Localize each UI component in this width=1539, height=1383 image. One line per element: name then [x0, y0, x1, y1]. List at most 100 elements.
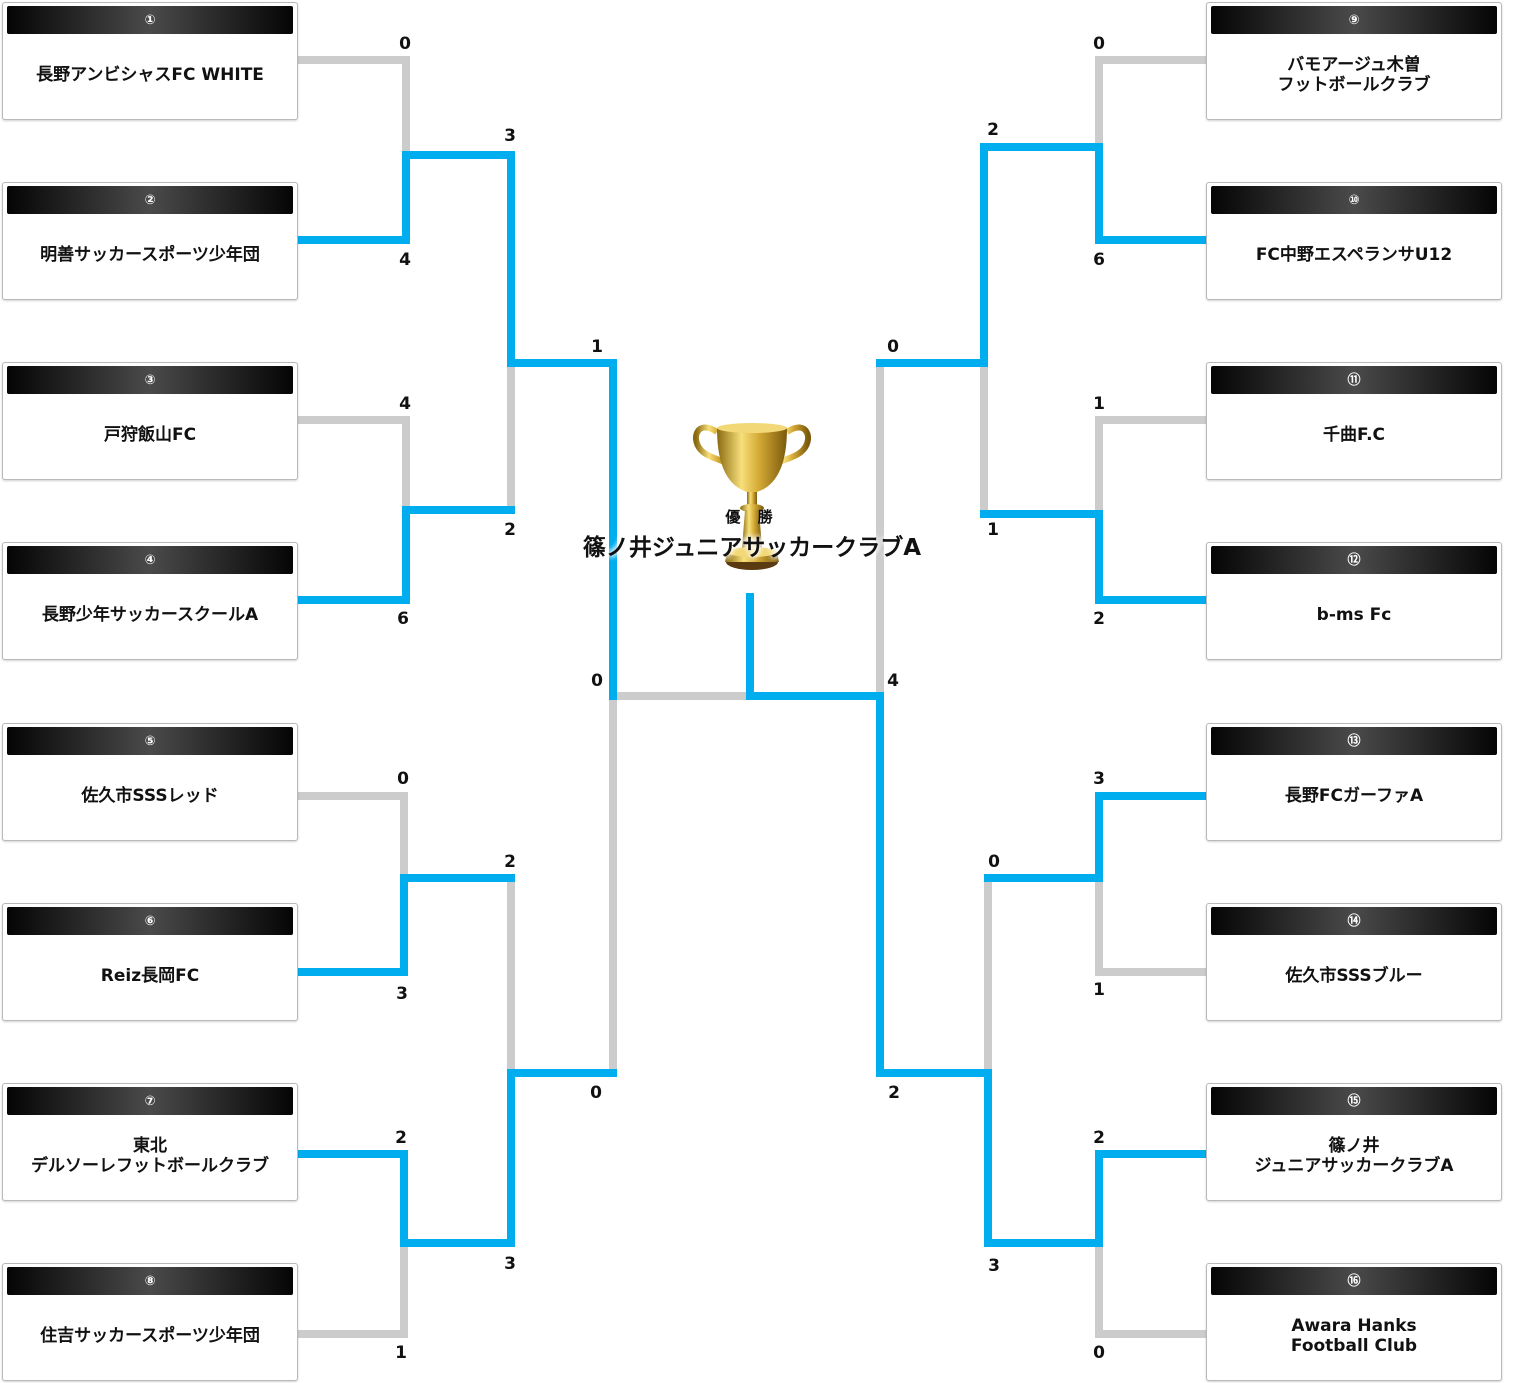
team-box-7: ⑦ 東北 デルソーレフットボールクラブ: [2, 1083, 298, 1201]
team-box-13: ⑬ 長野FCガーファA: [1206, 723, 1502, 841]
team-name: FC中野エスペランサU12: [1255, 244, 1453, 265]
loser-line: [1095, 416, 1209, 518]
team-number-bar: ⑮: [1211, 1087, 1497, 1115]
score: 3: [504, 126, 516, 146]
score: 0: [1093, 1343, 1105, 1363]
team-number: ⑫: [1347, 552, 1361, 568]
team-name: 篠ノ井 ジュニアサッカークラブA: [1254, 1135, 1454, 1176]
loser-line: [1095, 874, 1209, 976]
team-number: ⑤: [144, 733, 156, 749]
champion-block: 優 勝 篠ノ井ジュニアサッカークラブA: [582, 408, 922, 588]
score: 1: [591, 337, 603, 357]
team-box-14: ⑭ 佐久市SSSブルー: [1206, 903, 1502, 1021]
trophy-icon: [692, 423, 812, 570]
winner-line: [296, 506, 515, 604]
team-number-bar: ⑧: [7, 1267, 293, 1295]
team-number-bar: ⑤: [7, 727, 293, 755]
team-number-bar: ⑫: [1211, 546, 1497, 574]
team-number-bar: ②: [7, 186, 293, 214]
winner-line: [296, 1069, 617, 1247]
team-number-bar: ⑥: [7, 907, 293, 935]
team-name: b-ms Fc: [1316, 604, 1392, 625]
team-name: 東北 デルソーレフットボールクラブ: [31, 1135, 269, 1176]
loser-line: [1095, 56, 1209, 151]
score: 0: [397, 769, 409, 789]
team-number-bar: ④: [7, 546, 293, 574]
team-number: ①: [144, 12, 156, 28]
team-number-bar: ⑨: [1211, 6, 1497, 34]
score: 6: [1093, 250, 1105, 270]
team-number-bar: ①: [7, 6, 293, 34]
score: 2: [1093, 1128, 1105, 1148]
team-number: ④: [144, 552, 156, 568]
team-name: 長野アンビシャスFC WHITE: [36, 64, 264, 85]
team-number: ⑮: [1347, 1093, 1361, 1109]
team-box-6: ⑥ Reiz長岡FC: [2, 903, 298, 1021]
team-number-bar: ⑪: [1211, 366, 1497, 394]
team-box-15: ⑮ 篠ノ井 ジュニアサッカークラブA: [1206, 1083, 1502, 1201]
winner-line: [980, 510, 1209, 604]
winner-line: [984, 792, 1209, 882]
team-name: Awara Hanks Football Club: [1290, 1315, 1418, 1356]
score: 3: [504, 1254, 516, 1274]
team-number: ⑬: [1347, 733, 1361, 749]
score: 1: [1093, 980, 1105, 1000]
score: 1: [1093, 394, 1105, 414]
team-box-3: ③ 戸狩飯山FC: [2, 362, 298, 480]
team-number: ③: [144, 372, 156, 388]
score: 1: [987, 520, 999, 540]
winner-line: [296, 874, 515, 976]
score: 0: [591, 671, 603, 691]
score: 3: [988, 1256, 1000, 1276]
loser-line: [296, 1239, 408, 1338]
team-name: バモアージュ木曽 フットボールクラブ: [1277, 54, 1431, 95]
score: 0: [887, 337, 899, 357]
score: 0: [1093, 34, 1105, 54]
team-box-10: ⑩ FC中野エスペランサU12: [1206, 182, 1502, 300]
score: 3: [396, 984, 408, 1004]
team-number: ⑧: [144, 1273, 156, 1289]
team-number: ⑦: [144, 1093, 156, 1109]
team-number-bar: ⑩: [1211, 186, 1497, 214]
team-name: 戸狩飯山FC: [103, 424, 197, 445]
team-number: ②: [144, 192, 156, 208]
score: 0: [590, 1083, 602, 1103]
winner-line: [746, 593, 1209, 1247]
score: 2: [888, 1083, 900, 1103]
team-box-16: ⑯ Awara Hanks Football Club: [1206, 1263, 1502, 1381]
winner-line: [876, 143, 1209, 367]
team-number-bar: ⑦: [7, 1087, 293, 1115]
winner-line: [296, 151, 617, 700]
team-number: ⑥: [144, 913, 156, 929]
team-number-bar: ⑬: [1211, 727, 1497, 755]
loser-line: [1095, 1239, 1209, 1338]
score: 2: [504, 520, 516, 540]
team-box-8: ⑧ 住吉サッカースポーツ少年団: [2, 1263, 298, 1381]
team-number-bar: ③: [7, 366, 293, 394]
loser-line: [296, 56, 410, 159]
team-name: 佐久市SSSレッド: [81, 785, 219, 806]
score: 2: [395, 1128, 407, 1148]
team-box-4: ④ 長野少年サッカースクールA: [2, 542, 298, 660]
score: 2: [504, 852, 516, 872]
score: 4: [399, 394, 411, 414]
team-number-bar: ⑯: [1211, 1267, 1497, 1295]
loser-line: [296, 416, 410, 514]
team-box-1: ① 長野アンビシャスFC WHITE: [2, 2, 298, 120]
team-number: ⑯: [1347, 1273, 1361, 1289]
team-number-bar: ⑭: [1211, 907, 1497, 935]
team-box-11: ⑪ 千曲F.C: [1206, 362, 1502, 480]
team-number: ⑨: [1348, 12, 1360, 28]
score: 1: [395, 1343, 407, 1363]
team-number: ⑪: [1347, 372, 1361, 388]
team-number: ⑭: [1347, 913, 1361, 929]
loser-line: [296, 792, 408, 882]
team-box-9: ⑨ バモアージュ木曽 フットボールクラブ: [1206, 2, 1502, 120]
team-box-2: ② 明善サッカースポーツ少年団: [2, 182, 298, 300]
team-box-12: ⑫ b-ms Fc: [1206, 542, 1502, 660]
score: 0: [399, 34, 411, 54]
team-name: 千曲F.C: [1322, 424, 1386, 445]
score: 6: [397, 609, 409, 629]
score: 0: [988, 852, 1000, 872]
